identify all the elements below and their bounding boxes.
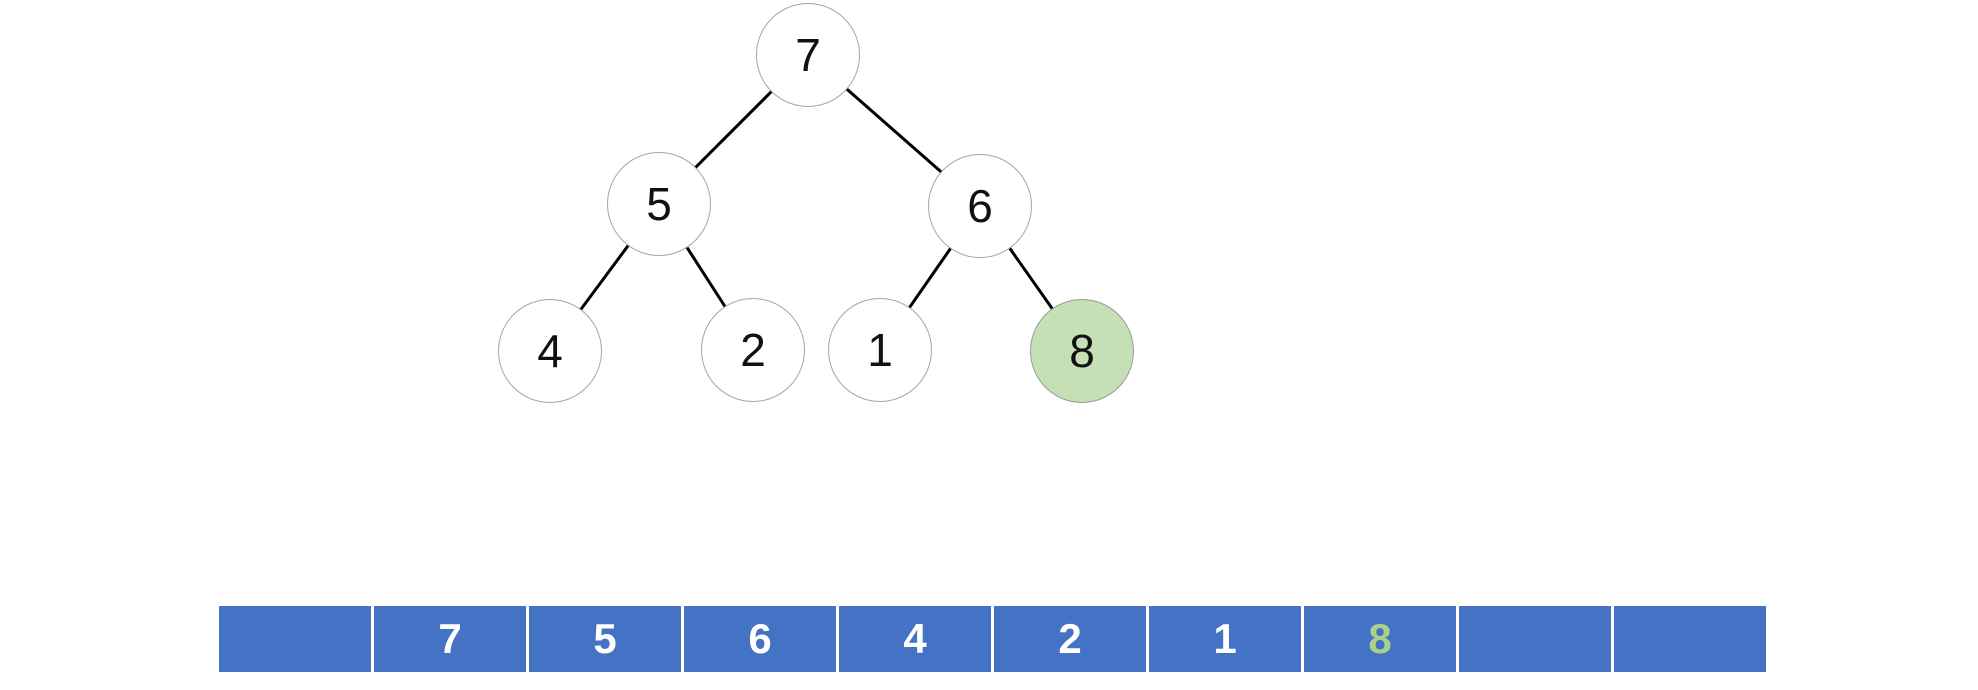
tree-node-5: 5 — [607, 152, 711, 256]
tree-node-1: 1 — [828, 298, 932, 402]
array-cell-3: 6 — [684, 606, 836, 672]
array-cell-8 — [1459, 606, 1611, 672]
array-cell-0 — [219, 606, 371, 672]
tree-node-6: 6 — [928, 154, 1032, 258]
array-cell-7-highlighted: 8 — [1304, 606, 1456, 672]
array-cell-2: 5 — [529, 606, 681, 672]
array-cell-4: 4 — [839, 606, 991, 672]
tree-node-4: 4 — [498, 299, 602, 403]
array-cell-6: 1 — [1149, 606, 1301, 672]
array-cell-5: 2 — [994, 606, 1146, 672]
heap-array: 7 5 6 4 2 1 8 — [219, 606, 1766, 672]
tree-node-8-highlighted: 8 — [1030, 299, 1134, 403]
tree-node-7: 7 — [756, 3, 860, 107]
tree-node-2: 2 — [701, 298, 805, 402]
array-cell-1: 7 — [374, 606, 526, 672]
array-cell-9 — [1614, 606, 1766, 672]
